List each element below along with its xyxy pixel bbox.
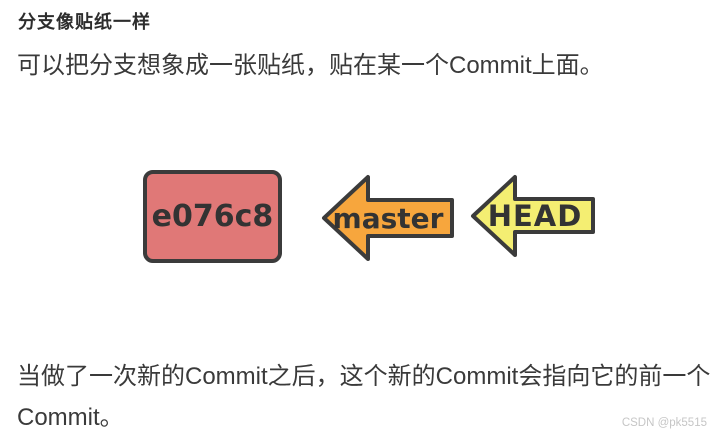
commit-node: e076c8 <box>143 170 282 263</box>
article-heading: 分支像贴纸一样 <box>18 12 151 32</box>
head-pointer-arrow: HEAD <box>471 175 595 257</box>
left-arrow-icon <box>322 175 454 261</box>
csdn-watermark: CSDN @pk5515 <box>621 417 707 429</box>
paragraph-branch-sticker: 可以把分支想象成一张贴纸，贴在某一个Commit上面。 <box>17 52 604 79</box>
commit-hash-label: e076c8 <box>151 199 274 234</box>
head-arrow-label: HEAD <box>488 199 583 233</box>
master-branch-arrow: master <box>322 175 454 261</box>
branch-diagram: e076c8 master HEAD <box>0 140 715 310</box>
paragraph-new-commit: 当做了一次新的Commit之后，这个新的Commit会指向它的前一个Commit… <box>17 363 711 431</box>
master-arrow-label: master <box>333 202 444 235</box>
left-arrow-icon <box>471 175 595 257</box>
